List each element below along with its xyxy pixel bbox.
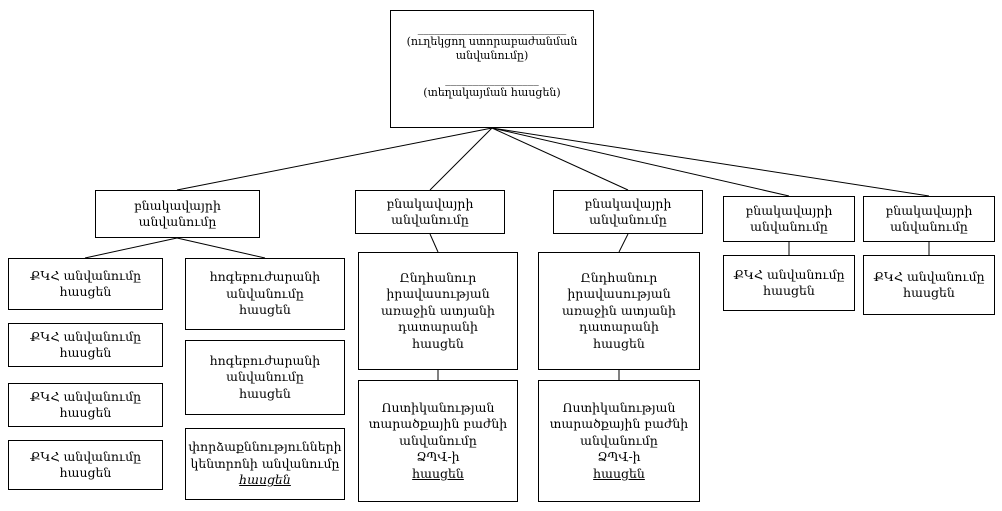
psychiatric-box-1: հոգեբուժարանի անվանումը հասցեն — [185, 258, 345, 330]
prison-box-3: ՔԿՀ անվանումը հասցեն — [8, 383, 163, 427]
blank-line-unit: ___________________________ — [417, 22, 567, 35]
prison-box-6: ՔԿՀ անվանումը հասցեն — [863, 255, 995, 315]
root-address-caption: (տեղակայման հասցեն) — [423, 85, 561, 99]
branch-box-5: բնակավայրի անվանումը — [863, 196, 995, 242]
prison-6-label: ՔԿՀ անվանումը հասցեն — [873, 268, 985, 301]
branch-box-1: բնակավայրի անվանումը — [95, 190, 260, 238]
branch-4-label: բնակավայրի անվանումը — [745, 202, 833, 235]
branch-box-2: բնակավայրի անվանումը — [355, 190, 505, 234]
branch-5-label: բնակավայրի անվանումը — [885, 202, 973, 235]
prison-4-label: ՔԿՀ անվանումը հասցեն — [29, 448, 142, 481]
police-box-2: Ոստիկանության տարածքային բաժնի անվանումը… — [538, 380, 700, 502]
police-2-address: հասցեն — [593, 465, 645, 481]
police-box-1: Ոստիկանության տարածքային բաժնի անվանումը… — [358, 380, 518, 502]
blank-line-address: _________________ — [445, 72, 539, 86]
prison-box-5: ՔԿՀ անվանումը հասցեն — [723, 255, 855, 311]
branch-3-label: բնակավայրի անվանումը — [584, 195, 672, 228]
root-unit-caption: (ուղեկցող ստորաբաժանման անվանումը) — [406, 35, 578, 63]
prison-box-4: ՔԿՀ անվանումը հասցեն — [8, 440, 163, 490]
police-1-name: Ոստիկանության տարածքային բաժնի անվանումը… — [368, 399, 508, 465]
branch-1-label: բնակավայրի անվանումը — [134, 197, 221, 230]
branch-2-label: բնակավայրի անվանումը — [386, 195, 474, 228]
prison-3-label: ՔԿՀ անվանումը հասցեն — [29, 388, 142, 421]
branch-box-3: բնակավայրի անվանումը — [553, 190, 703, 234]
police-1-address: հասցեն — [412, 465, 464, 481]
court-2-label: Ընդհանուր իրավասության առաջին ատյանի դատ… — [562, 269, 676, 351]
expertise-center-address: հասցեն — [239, 472, 291, 488]
psychiatric-1-label: հոգեբուժարանի անվանումը հասցեն — [209, 269, 321, 318]
prison-1-label: ՔԿՀ անվանումը հասցեն — [29, 267, 142, 300]
prison-5-label: ՔԿՀ անվանումը հասցեն — [733, 266, 845, 299]
court-box-1: Ընդհանուր իրավասության առաջին ատյանի դատ… — [358, 252, 518, 370]
psychiatric-box-2: հոգեբուժարանի անվանումը հասցեն — [185, 340, 345, 415]
expertise-center-name: փորձաքննությունների կենտրոնի անվանումը — [188, 439, 342, 471]
prison-box-1: ՔԿՀ անվանումը հասցեն — [8, 258, 163, 310]
root-unit-box: ___________________________ (ուղեկցող ստ… — [390, 10, 594, 128]
expertise-center-box: փորձաքննությունների կենտրոնի անվանումը հ… — [185, 428, 345, 500]
prison-2-label: ՔԿՀ անվանումը հասցեն — [29, 328, 142, 361]
court-1-label: Ընդհանուր իրավասության առաջին ատյանի դատ… — [381, 269, 495, 351]
police-2-name: Ոստիկանության տարածքային բաժնի անվանումը… — [549, 399, 689, 465]
court-box-2: Ընդհանուր իրավասության առաջին ատյանի դատ… — [538, 252, 700, 370]
prison-box-2: ՔԿՀ անվանումը հասցեն — [8, 323, 163, 367]
psychiatric-2-label: հոգեբուժարանի անվանումը հասցեն — [209, 352, 321, 401]
branch-box-4: բնակավայրի անվանումը — [723, 196, 855, 242]
